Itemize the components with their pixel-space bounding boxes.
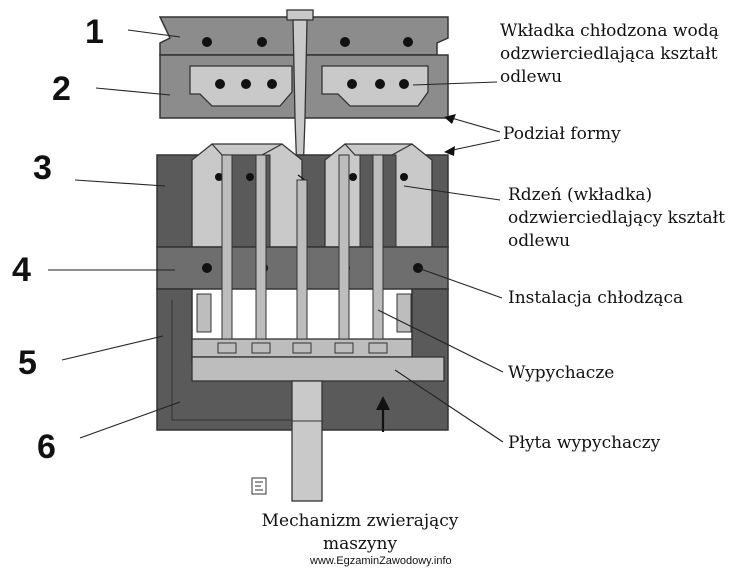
stamp-icon — [251, 477, 267, 495]
number-leaders — [48, 29, 181, 439]
label-line: Mechanizm zwierający — [261, 511, 459, 531]
label-parting-line: Podział formy — [503, 124, 621, 144]
core-hole — [349, 173, 357, 181]
sprue — [286, 9, 314, 176]
cooling-hole — [215, 79, 225, 89]
cooling-hole — [347, 79, 357, 89]
label-mechanism: Mechanizm zwierający maszyny — [260, 510, 460, 556]
label-line: maszyny — [322, 534, 398, 554]
cooling-hole — [403, 37, 413, 47]
cooling-hole — [340, 37, 350, 47]
label-line: odzwierciedlająca kształt — [500, 44, 718, 64]
source-watermark: www.EgzaminZawodowy.info — [310, 555, 452, 567]
label-line: odzwierciedlający kształt — [508, 208, 725, 228]
cooling-hole — [202, 37, 212, 47]
label-line: Rdzeń (wkładka) — [508, 185, 653, 205]
part-number-4: 4 — [12, 251, 31, 289]
label-ejectors: Wypychacze — [508, 363, 615, 383]
core-hole — [246, 173, 254, 181]
arrow-up-icon — [376, 396, 390, 432]
cooled-insert-right — [321, 65, 429, 107]
cooling-hole — [399, 79, 409, 89]
label-core: Rdzeń (wkładka) odzwierciedlający kształ… — [508, 184, 725, 253]
part-number-5: 5 — [18, 344, 37, 382]
part-number-2: 2 — [52, 70, 71, 108]
cooling-hole — [375, 79, 385, 89]
part-number-1: 1 — [85, 13, 104, 51]
label-ejector-plate: Płyta wypychaczy — [508, 433, 661, 453]
part-number-6: 6 — [37, 428, 56, 466]
core-hole — [215, 173, 223, 181]
cooling-hole — [257, 37, 267, 47]
label-line: odlewu — [508, 231, 571, 251]
label-leaders — [377, 81, 504, 443]
label-cooling: Instalacja chłodząca — [508, 288, 684, 308]
arrowheads — [444, 114, 456, 156]
ejector-pins — [217, 154, 388, 354]
cooling-hole — [202, 263, 212, 273]
label-line: Wkładka chłodzona wodą — [500, 21, 719, 41]
machine-ejector-rod — [291, 380, 323, 502]
cooling-hole — [241, 79, 251, 89]
cooled-insert-left — [189, 65, 293, 107]
label-line: odlewu — [500, 67, 563, 87]
core-hole — [400, 173, 408, 181]
label-cooled-insert: Wkładka chłodzona wodą odzwierciedlająca… — [500, 20, 719, 89]
part-number-3: 3 — [33, 149, 52, 187]
cooling-hole — [267, 79, 277, 89]
